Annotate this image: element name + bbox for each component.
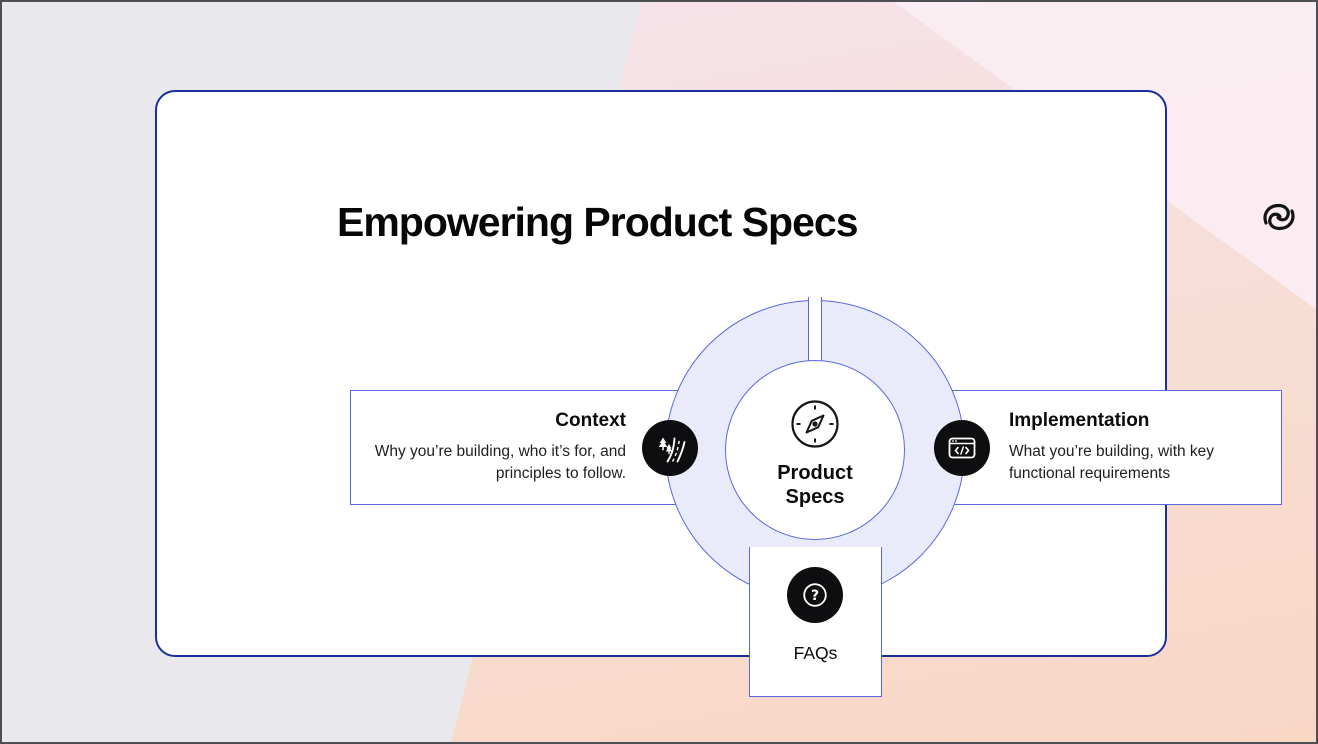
context-node-box: Context Why you’re building, who it’s fo… (350, 390, 697, 505)
compass-icon (791, 400, 839, 448)
center-circle: Product Specs (725, 360, 905, 540)
implementation-node-box: Implementation What you’re building, wit… (932, 390, 1282, 505)
context-description: Why you’re building, who it’s for, and p… (374, 443, 626, 482)
faqs-icon-disc: ? (787, 567, 843, 623)
brand-swirl-icon (1263, 203, 1295, 231)
implementation-title: Implementation (1009, 410, 1150, 431)
implementation-icon-disc (934, 420, 990, 476)
slide-card: Empowering Product Specs Context Why you… (155, 90, 1295, 697)
context-title: Context (555, 410, 626, 431)
center-label: Product Specs (777, 461, 853, 509)
road-trees-icon (658, 437, 686, 463)
center-label-line2: Specs (785, 486, 845, 508)
implementation-description: What you’re building, with key functiona… (1009, 443, 1215, 482)
ring-top-gap (808, 297, 822, 361)
page-title: Empowering Product Specs (337, 199, 858, 245)
center-label-line1: Product (777, 462, 853, 484)
faqs-title: FAQs (793, 643, 838, 663)
context-icon-disc (642, 420, 698, 476)
question-mark-icon: ? (803, 583, 827, 607)
question-glyph: ? (811, 588, 819, 604)
code-window-icon (948, 437, 976, 459)
